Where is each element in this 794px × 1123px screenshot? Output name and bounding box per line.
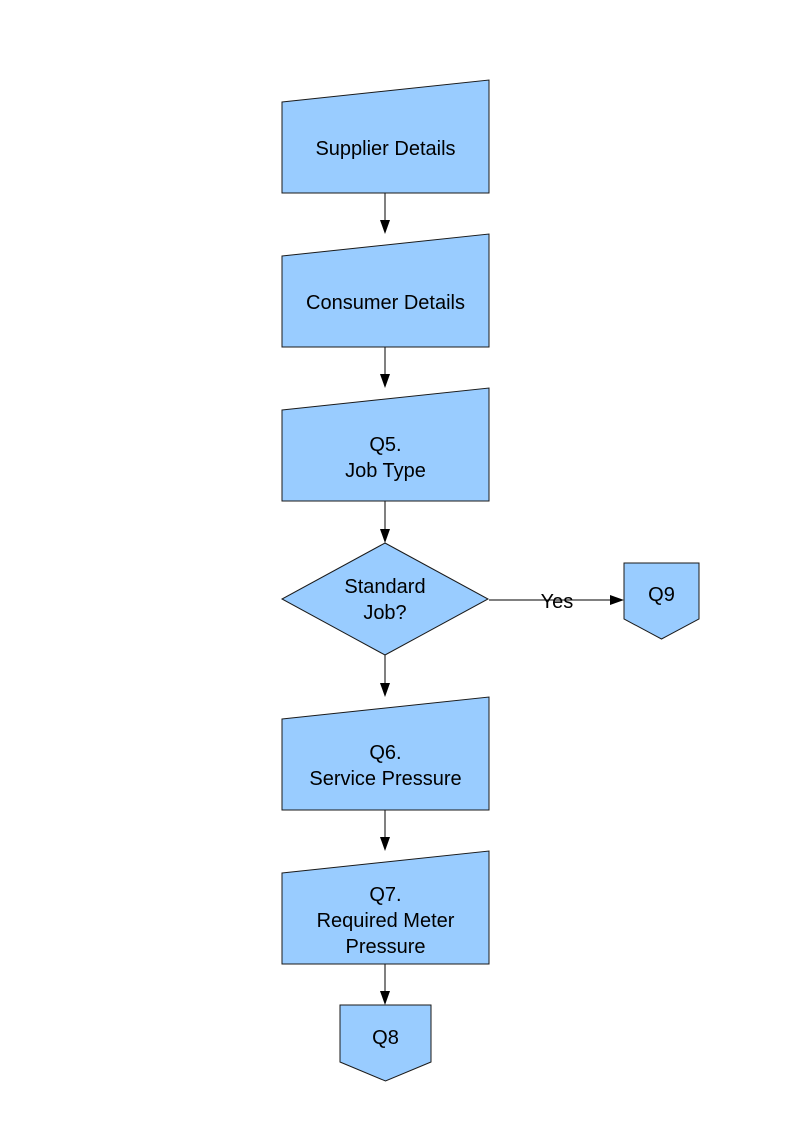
node-label: Pressure — [345, 936, 425, 958]
off-page-connector-shape — [623, 562, 700, 640]
manual-input-shape — [281, 233, 490, 348]
edge-supplier-details-to-consumer-details — [380, 193, 390, 234]
edge-consumer-details-to-job-type — [380, 347, 390, 388]
node-label: Q8 — [372, 1027, 399, 1049]
node-label: Standard — [344, 576, 425, 598]
arrowhead-icon — [610, 595, 624, 605]
manual-input-shape — [281, 850, 490, 965]
node-q8: Q8 — [339, 1004, 432, 1082]
arrowhead-icon — [380, 529, 390, 543]
edge-job-type-to-standard-job — [380, 501, 390, 543]
edge-service-pressure-to-required-meter-pressure — [380, 810, 390, 851]
node-label: Job? — [363, 602, 406, 624]
node-q9: Q9 — [623, 562, 700, 640]
node-label: Consumer Details — [306, 292, 465, 314]
arrowhead-icon — [380, 991, 390, 1005]
node-service-pressure: Q6. Service Pressure — [281, 696, 490, 811]
manual-input-shape — [281, 387, 490, 502]
arrowhead-icon — [380, 220, 390, 234]
arrowhead-icon — [380, 374, 390, 388]
node-supplier-details: Supplier Details — [281, 79, 490, 194]
edge-label-yes: Yes — [541, 591, 574, 613]
node-label: Service Pressure — [309, 768, 461, 790]
node-label: Q6. — [369, 742, 401, 764]
edge-standard-job-to-service-pressure — [380, 655, 390, 697]
node-label: Q9 — [648, 584, 675, 606]
node-label: Q7. — [369, 884, 401, 906]
manual-input-shape — [281, 79, 490, 194]
arrowhead-icon — [380, 683, 390, 697]
arrowhead-icon — [380, 837, 390, 851]
node-label: Required Meter — [317, 910, 455, 932]
node-label: Job Type — [345, 460, 426, 482]
off-page-connector-shape — [339, 1004, 432, 1082]
node-label: Supplier Details — [315, 138, 455, 160]
manual-input-shape — [281, 696, 490, 811]
edges-layer: Yes — [380, 193, 624, 1005]
edge-required-meter-pressure-to-q8 — [380, 964, 390, 1005]
edge-standard-job-to-q9: Yes — [489, 591, 624, 613]
node-label: Q5. — [369, 434, 401, 456]
node-consumer-details: Consumer Details — [281, 233, 490, 348]
node-job-type: Q5. Job Type — [281, 387, 490, 502]
decision-shape — [280, 542, 490, 656]
